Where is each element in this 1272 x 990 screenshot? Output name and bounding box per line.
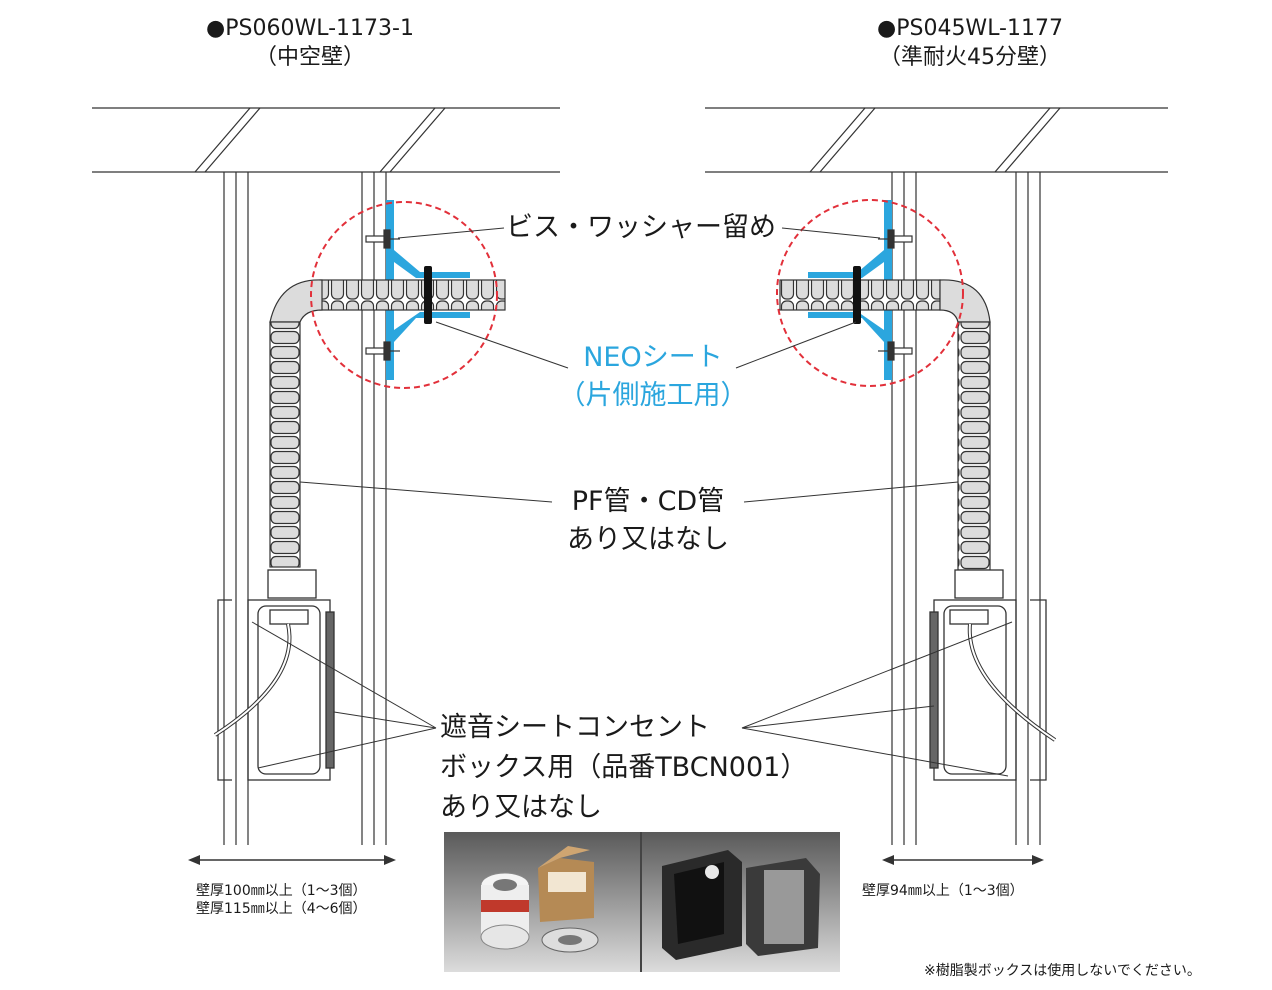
right-ceiling	[705, 107, 1168, 173]
pipe-label: PF管・CD管	[571, 486, 725, 517]
left-dimension-line1: 壁厚100㎜以上（1〜3個）	[196, 883, 367, 899]
left-pipe-horizontal	[319, 279, 506, 311]
left-pipe-connector	[267, 569, 317, 599]
neo-sheet-label: NEOシート	[583, 342, 723, 373]
right-model-name: ●PS045WL-1177	[877, 16, 1063, 41]
right-detail-circle	[776, 199, 964, 387]
left-outlet-box	[213, 599, 335, 781]
left-detail-circle	[310, 201, 498, 389]
box-label-line1: 遮音シートコンセント	[440, 712, 710, 743]
left-model-name: ●PS060WL-1173-1	[206, 16, 414, 41]
screw-label: ビス・ワッシャー留め	[506, 212, 776, 243]
right-pipe-elbow	[939, 279, 991, 323]
right-outlet-box	[929, 599, 1057, 781]
box-label-line2: ボックス用（品番TBCN001）	[440, 752, 808, 783]
right-pipe-connector	[954, 569, 1004, 599]
left-pipe-vertical	[269, 321, 301, 568]
left-dimension-arrow	[188, 855, 396, 865]
box-label-line3: あり又はなし	[440, 792, 602, 823]
footnote: ※樹脂製ボックスは使用しないでください。	[924, 963, 1201, 979]
product-photo	[444, 832, 840, 972]
pipe-sublabel: あり又はなし	[567, 524, 729, 555]
neo-sheet-sublabel: （片側施工用）	[558, 380, 748, 411]
left-ceiling	[92, 107, 560, 173]
leader-lines	[251, 227, 1013, 777]
right-dimension-arrow	[882, 855, 1044, 865]
right-wall-type: （準耐火45分壁）	[879, 45, 1061, 70]
left-screws	[365, 229, 400, 361]
left-dimension-line2: 壁厚115㎜以上（4〜6個）	[196, 901, 367, 917]
right-pipe-vertical	[957, 321, 991, 571]
left-wall-type: （中空壁）	[254, 45, 365, 70]
right-dimension-line1: 壁厚94㎜以上（1〜3個）	[862, 883, 1024, 899]
right-screws	[878, 229, 913, 361]
